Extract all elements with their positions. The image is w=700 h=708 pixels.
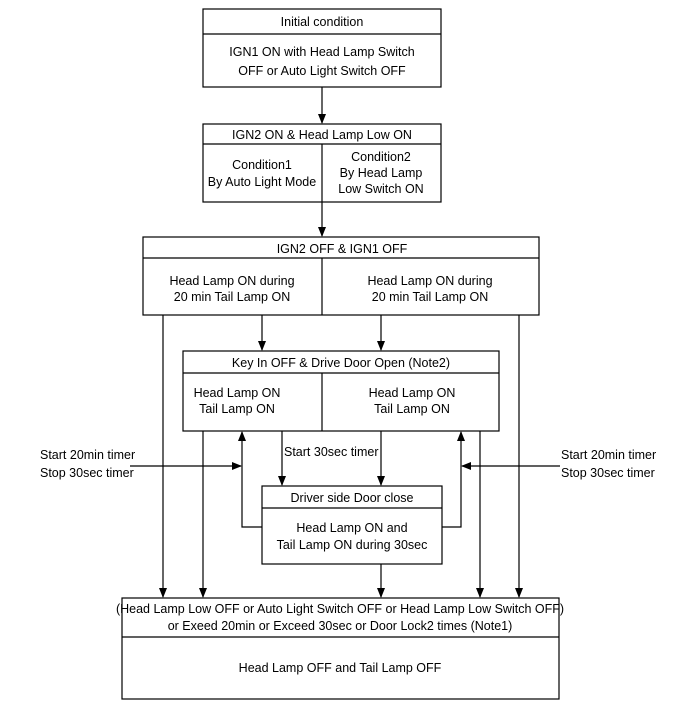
key-in-left-line-2: Tail Lamp ON xyxy=(199,402,275,416)
timer-labels: Start 20min timer Stop 30sec timer Start… xyxy=(40,445,656,480)
condition2-line-2: By Head Lamp xyxy=(340,166,423,180)
initial-condition-line-1: IGN1 ON with Head Lamp Switch xyxy=(229,45,415,59)
ign-off-title: IGN2 OFF & IGN1 OFF xyxy=(277,242,408,256)
arrow-doorclose-back-left xyxy=(238,431,262,528)
condition1-line-2: By Auto Light Mode xyxy=(208,175,316,189)
initial-condition-box: Initial condition IGN1 ON with Head Lamp… xyxy=(202,8,442,88)
door-close-title: Driver side Door close xyxy=(291,491,414,505)
right-timer-stop: Stop 30sec timer xyxy=(561,466,655,480)
key-in-off-title: Key In OFF & Drive Door Open (Note2) xyxy=(232,356,450,370)
ign2-on-box: IGN2 ON & Head Lamp Low ON Condition1 By… xyxy=(202,123,442,203)
key-in-off-box: Key In OFF & Drive Door Open (Note2) Hea… xyxy=(182,350,500,432)
initial-condition-line-2: OFF or Auto Light Switch OFF xyxy=(238,64,406,78)
door-close-line-2: Tail Lamp ON during 30sec xyxy=(277,538,428,552)
lamp-off-box: (Head Lamp Low OFF or Auto Light Switch … xyxy=(116,597,564,700)
ign-off-right-line-1: Head Lamp ON during xyxy=(367,274,492,288)
mid-timer-label: Start 30sec timer xyxy=(284,445,378,459)
ign-off-right-line-2: 20 min Tail Lamp ON xyxy=(372,290,489,304)
left-timer-start: Start 20min timer xyxy=(40,448,135,462)
condition2-line-3: Low Switch ON xyxy=(338,182,423,196)
arrow-doorclose-back-right xyxy=(442,431,465,528)
lamp-off-condition-line-2: or Exeed 20min or Exceed 30sec or Door L… xyxy=(168,619,513,633)
condition2-line-1: Condition2 xyxy=(351,150,411,164)
lamp-off-result: Head Lamp OFF and Tail Lamp OFF xyxy=(239,661,442,675)
right-timer-start: Start 20min timer xyxy=(561,448,656,462)
key-in-left-line-1: Head Lamp ON xyxy=(194,386,281,400)
ign-off-box: IGN2 OFF & IGN1 OFF Head Lamp ON during … xyxy=(142,236,540,316)
initial-condition-title: Initial condition xyxy=(281,15,364,29)
condition1-line-1: Condition1 xyxy=(232,158,292,172)
left-timer-stop: Stop 30sec timer xyxy=(40,466,134,480)
ign-off-left-line-1: Head Lamp ON during xyxy=(169,274,294,288)
door-close-box: Driver side Door close Head Lamp ON and … xyxy=(261,485,443,565)
door-close-line-1: Head Lamp ON and xyxy=(296,521,407,535)
ign-off-left-line-2: 20 min Tail Lamp ON xyxy=(174,290,291,304)
ign2-on-title: IGN2 ON & Head Lamp Low ON xyxy=(232,128,412,142)
key-in-right-line-1: Head Lamp ON xyxy=(369,386,456,400)
lamp-off-condition-line-1: (Head Lamp Low OFF or Auto Light Switch … xyxy=(116,602,564,616)
connectors xyxy=(130,87,560,598)
key-in-right-line-2: Tail Lamp ON xyxy=(374,402,450,416)
